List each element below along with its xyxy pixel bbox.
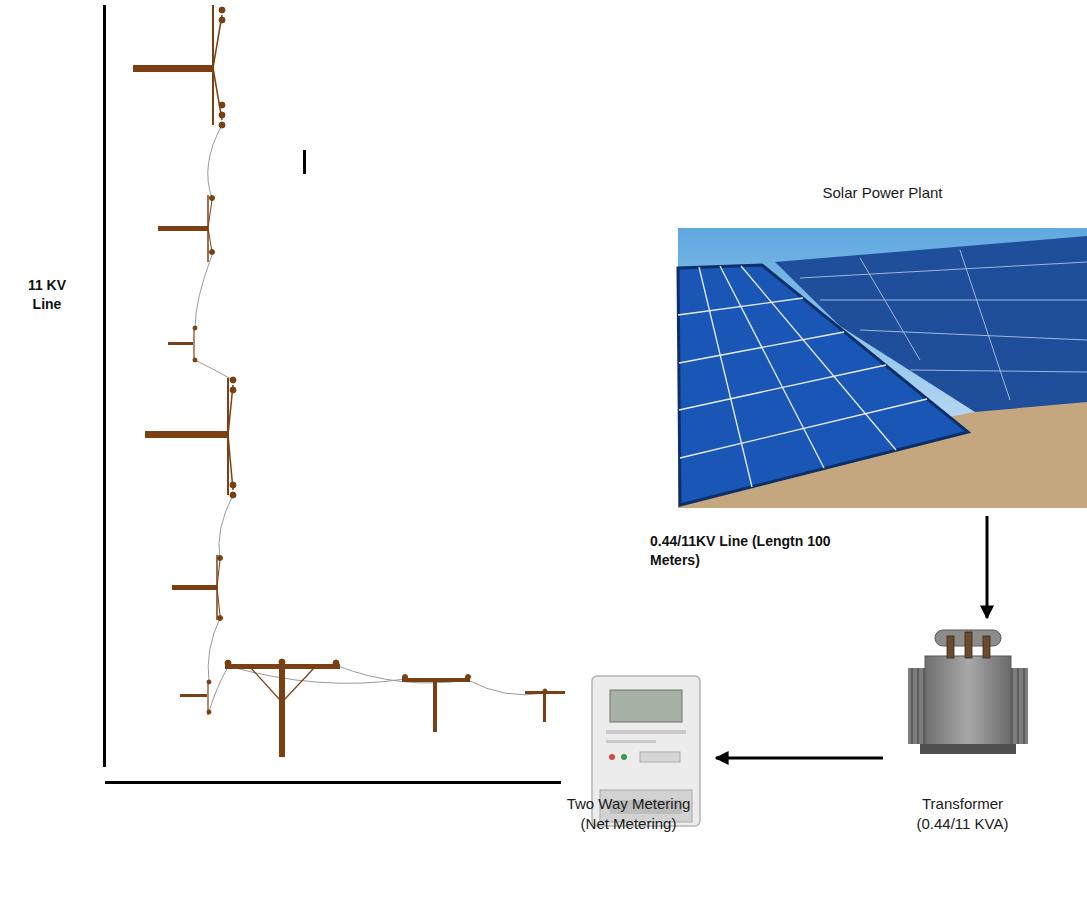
- node-label: Two Way Metering (Net Metering): [558, 794, 700, 834]
- cursor-mark: [303, 150, 306, 174]
- grid-line-vertical: [103, 5, 106, 767]
- node-label: Transformer (0.44/11 KVA): [902, 794, 1024, 834]
- node-label: Solar Power Plant: [678, 183, 1087, 203]
- solar-panel-photo: [678, 228, 1087, 508]
- transformer-symbol: [908, 630, 1028, 754]
- edge-label: 0.44/11KV Line (Lengtn 100 Meters): [650, 532, 882, 570]
- pole-wires: [195, 125, 545, 712]
- meter-node: Two Way Metering (Net Metering): [545, 672, 712, 840]
- transformer-node: Transformer (0.44/11 KVA): [885, 620, 1040, 840]
- line-label: 11 KV Line: [21, 276, 73, 314]
- grid-line-horizontal: [105, 781, 561, 784]
- utility-poles: [133, 5, 565, 757]
- solar-plant-node: Solar Power Plant: [678, 183, 1087, 508]
- flow-arrow: [716, 757, 883, 760]
- flow-arrow: [986, 516, 989, 618]
